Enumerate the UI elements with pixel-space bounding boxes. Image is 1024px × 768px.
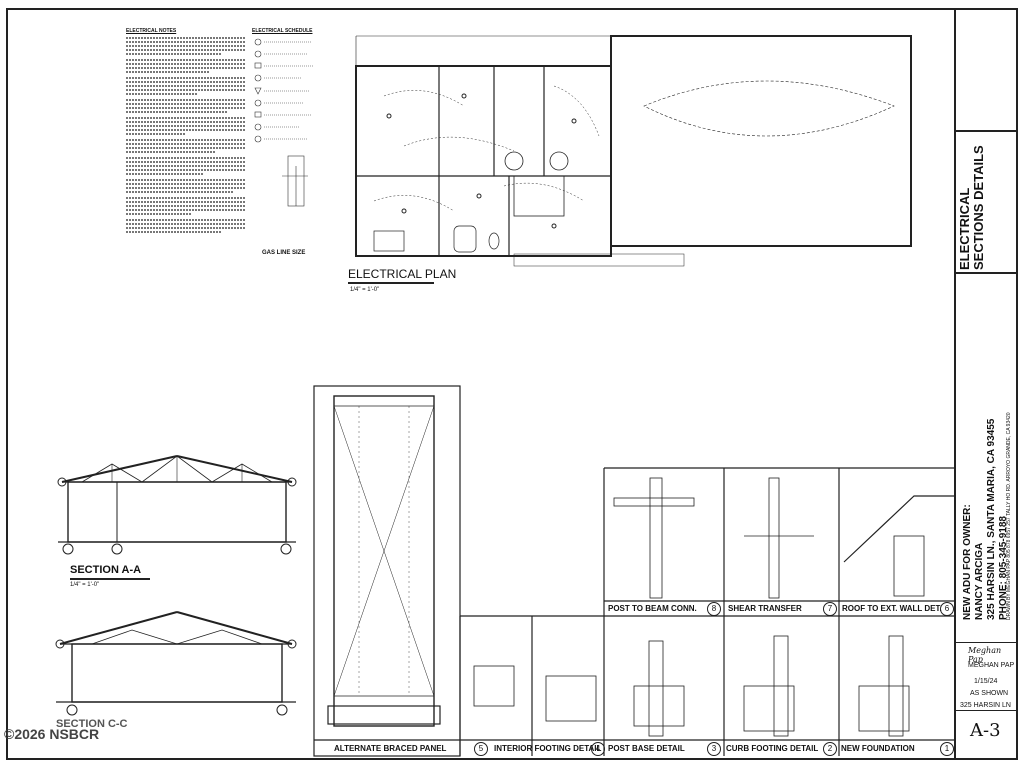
designer-signature: Meghan Pap	[968, 646, 1002, 664]
detail-number-5: 5	[474, 742, 488, 756]
schedule-title: ELECTRICAL SCHEDULE	[252, 28, 313, 34]
plan-title-underline	[348, 282, 434, 284]
owner-line-3: 325 HARSIN LN., SANTA MARIA, CA 93455	[986, 418, 997, 620]
designer-name: MEGHAN PAP	[968, 662, 1015, 669]
notes-title: ELECTRICAL NOTES	[126, 28, 177, 34]
electrical-plan-title: ELECTRICAL PLAN	[348, 267, 457, 281]
section-c-title: SECTION C-C	[56, 718, 128, 730]
detail-number-8: 8	[707, 602, 721, 616]
drawn-by: DRAWN BY MEGHAN PAP 805 878 6957 257 TAL…	[1006, 412, 1012, 620]
sheet-number: A-3	[970, 720, 1001, 741]
owner-line-2: NANCY ARCIGA	[974, 542, 985, 620]
notes-text-block	[126, 37, 246, 233]
section-a-scale: 1/4" = 1'-0"	[70, 582, 100, 588]
plan-scale: 1/4" = 1'-0"	[350, 287, 380, 293]
owner-line-1: NEW ADU FOR OWNER:	[962, 504, 973, 620]
title-block-rule-1	[956, 130, 1016, 132]
drawing-sheet: ELECTRICAL NOTES ELECTRICAL SCHEDULE	[6, 8, 1018, 760]
detail-label-braced-panel: ALTERNATE BRACED PANEL	[334, 744, 447, 753]
detail-label-curb-footing: CURB FOOTING DETAIL	[726, 744, 819, 753]
detail-label-roof-to-wall: ROOF TO EXT. WALL DET.	[842, 604, 942, 613]
title-block-rule-2	[956, 272, 1016, 274]
detail-number-1: 1	[940, 742, 954, 756]
job-address: 325 HARSIN LN	[960, 702, 1011, 709]
section-c-drawing	[55, 611, 297, 716]
title-block-divider	[954, 10, 956, 758]
detail-label-post-to-beam: POST TO BEAM CONN.	[608, 604, 697, 613]
section-a-underline	[70, 578, 150, 580]
detail-label-shear-transfer: SHEAR TRANSFER	[728, 604, 802, 613]
title-block-rule-4	[956, 710, 1016, 711]
schedule-symbols	[254, 38, 314, 207]
sheet-date: 1/15/24	[974, 678, 998, 685]
sheet-scale: AS SHOWN	[970, 690, 1009, 697]
gas-line-title: GAS LINE SIZE	[262, 250, 306, 256]
title-block-rule-3	[956, 642, 1016, 643]
detail-grid	[313, 385, 954, 757]
detail-number-2: 2	[823, 742, 837, 756]
sheet-title: ELECTRICAL SECTIONS DETAILS	[957, 145, 986, 270]
detail-label-post-base: POST BASE DETAIL	[608, 744, 685, 753]
detail-label-new-foundation: NEW FOUNDATION	[841, 744, 915, 753]
detail-number-6: 6	[940, 602, 954, 616]
detail-number-7: 7	[823, 602, 837, 616]
section-a-title: SECTION A-A	[70, 564, 142, 576]
detail-number-3: 3	[707, 742, 721, 756]
watermark: ©2026 NSBCR	[4, 726, 100, 742]
electrical-notes: ELECTRICAL NOTES	[126, 28, 246, 235]
section-a-drawing	[57, 455, 297, 555]
electrical-schedule: ELECTRICAL SCHEDULE GAS LINE SIZE	[252, 28, 342, 256]
detail-number-4: 4	[591, 742, 605, 756]
electrical-plan-drawing	[355, 35, 912, 267]
detail-label-interior-footing: INTERIOR FOOTING DETAIL	[494, 744, 602, 753]
